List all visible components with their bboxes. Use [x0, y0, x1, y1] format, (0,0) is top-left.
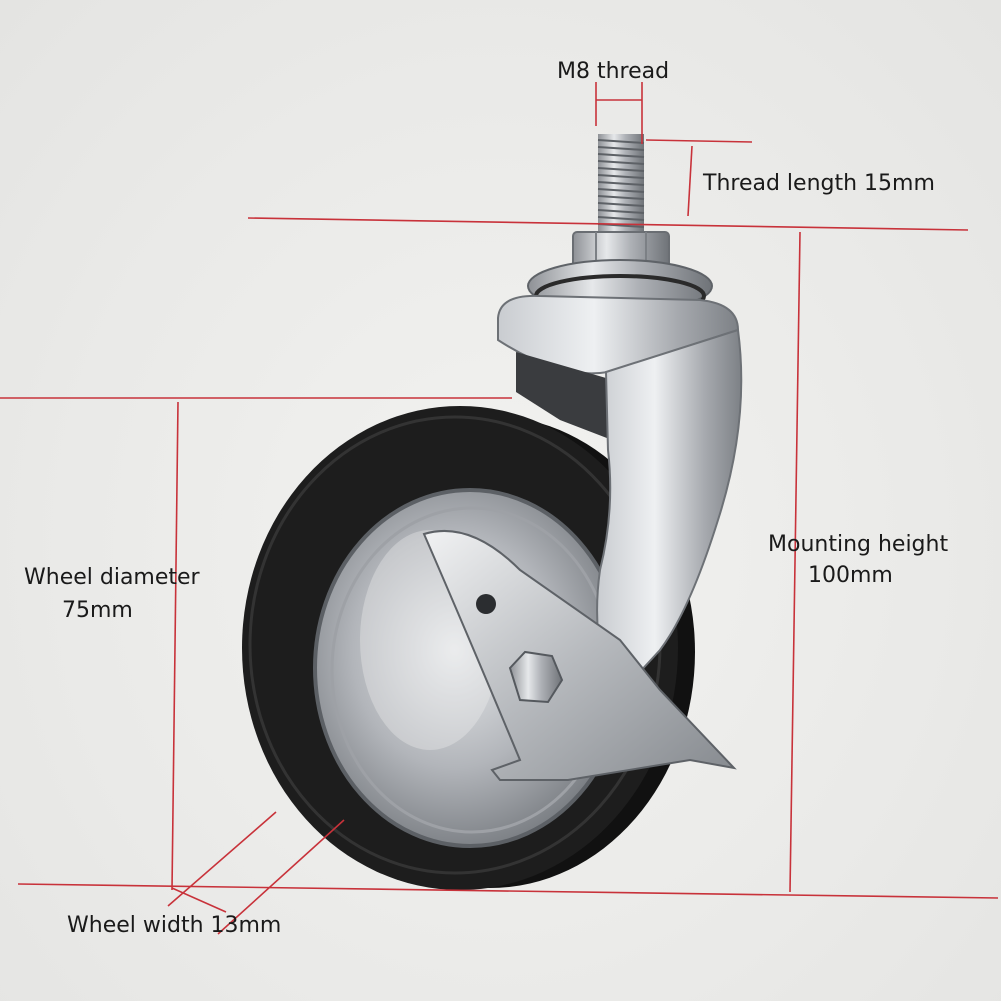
fork-inner-shadow [516, 352, 612, 440]
thread-groove [597, 188, 645, 193]
thread-groove [597, 195, 645, 200]
dimension-line-width-left [167, 811, 277, 907]
dimension-line-wheel-diameter [171, 401, 179, 891]
thread-size-label: M8 thread [557, 59, 670, 84]
brake-lever [422, 530, 737, 781]
thread-groove [597, 174, 645, 179]
wheel-diameter-label: Wheel diameter [24, 565, 200, 590]
mounting-height-label: Mounting height [768, 532, 949, 557]
dimension-line-mounting-height [789, 231, 801, 893]
thread-groove [597, 160, 645, 165]
brake-plate [422, 530, 737, 781]
thread-groove [597, 139, 645, 144]
thread-groove [597, 167, 645, 172]
wheel-diameter-value: 75mm [62, 598, 133, 623]
thread-groove [597, 216, 645, 221]
fork-leg [596, 328, 743, 702]
dimension-line-floor [17, 883, 999, 899]
thread-groove [597, 209, 645, 214]
thread-groove [597, 181, 645, 186]
thread-grooves [597, 139, 645, 228]
axle-bolt [508, 650, 564, 704]
thread-groove [597, 202, 645, 207]
brake-hole [476, 594, 496, 614]
dimension-line-wheel-width [171, 887, 227, 913]
dimension-lines [0, 82, 999, 935]
dimension-line-width-right [217, 819, 345, 935]
mounting-height-value: 100mm [808, 563, 893, 588]
dimension-line-thread-length [687, 145, 693, 217]
thread-length-label: Thread length 15mm [703, 171, 935, 196]
dimension-line-thread-top [645, 139, 753, 143]
caster-fork [497, 294, 743, 702]
thread-groove [597, 153, 645, 158]
dimension-line-mount-top [247, 217, 969, 231]
wheel-width-label: Wheel width 13mm [67, 913, 282, 938]
thread-groove [597, 146, 645, 151]
